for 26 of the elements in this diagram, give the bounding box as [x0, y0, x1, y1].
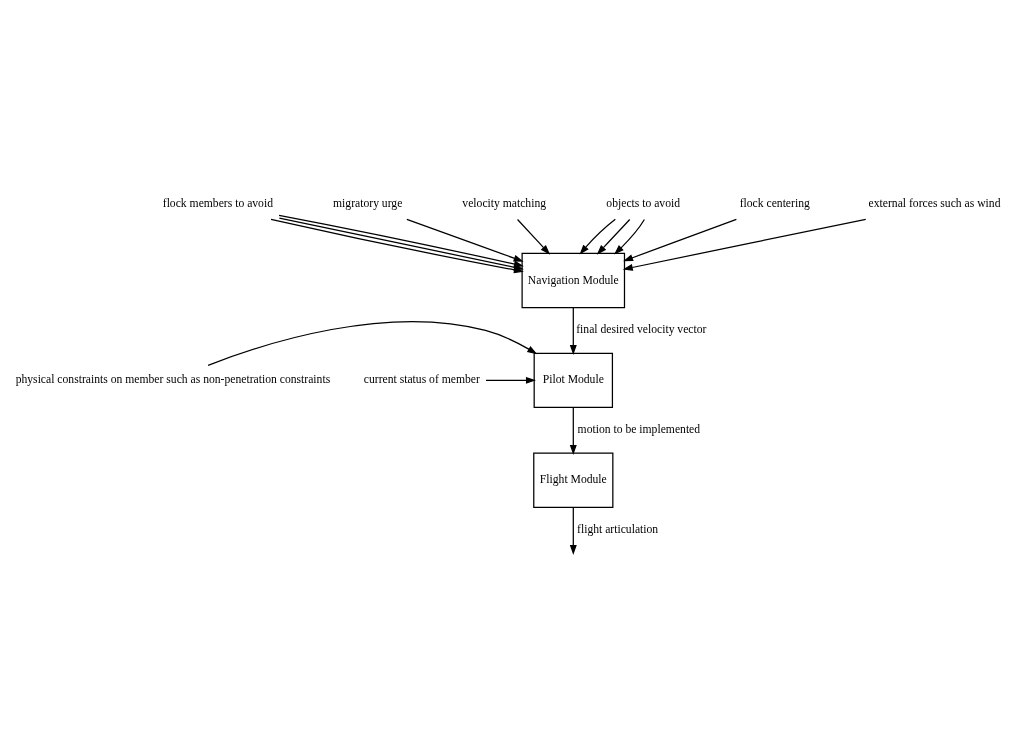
node-text: flock centering	[739, 197, 810, 211]
arrow	[614, 218, 645, 255]
arrow	[623, 218, 737, 262]
edge-label: final desired velocity vector	[576, 323, 707, 337]
node-text: velocity matching	[462, 197, 547, 211]
arrow	[569, 406, 577, 455]
node-box: Pilot Module	[533, 352, 614, 409]
node-text: migratory urge	[333, 197, 403, 211]
node-text: external forces such as wind	[868, 197, 1001, 211]
arrow	[596, 218, 631, 255]
edge-label: flight articulation	[577, 523, 659, 537]
node-text: physical constraints on member such as non-penetration constraints	[15, 373, 331, 387]
arrow	[485, 376, 536, 384]
arrow	[569, 307, 577, 356]
node-text: objects to avoid	[606, 197, 681, 211]
node-box: Flight Module	[533, 452, 614, 508]
node-box: Navigation Module	[521, 252, 626, 309]
arrow	[622, 218, 867, 271]
arrow	[579, 218, 616, 255]
arrow	[516, 218, 551, 255]
edge-label: motion to be implemented	[577, 423, 701, 437]
node-text: current status of member	[363, 373, 480, 387]
arrow	[207, 321, 538, 366]
node-text: flock members to avoid	[162, 197, 273, 211]
arrow	[406, 218, 524, 262]
arrow	[569, 506, 577, 555]
